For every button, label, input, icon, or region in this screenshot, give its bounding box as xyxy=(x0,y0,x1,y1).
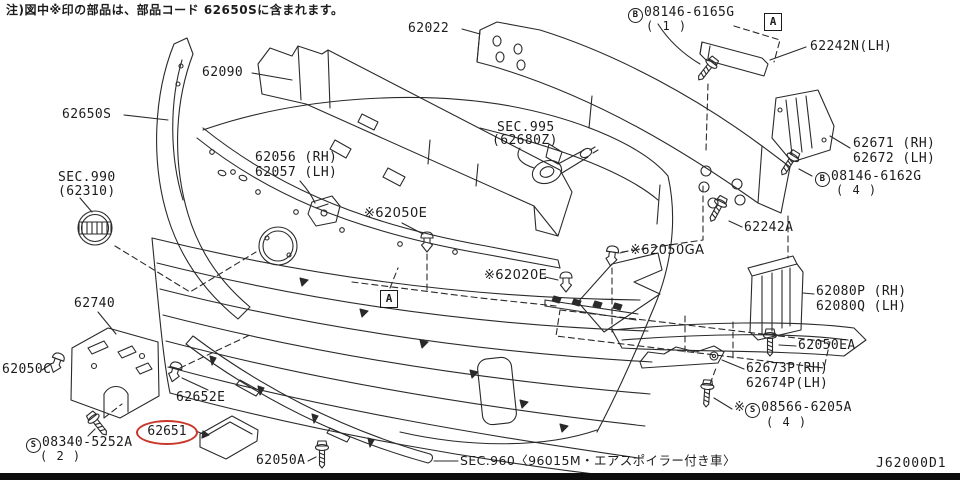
highlighted-part-label-62651: 62651 xyxy=(136,420,198,445)
clip-62056-drawing xyxy=(307,195,341,227)
circled-s-icon: S xyxy=(26,438,41,453)
construction-dashed-lines xyxy=(103,25,831,419)
bracket-62242n-drawing xyxy=(699,41,769,77)
part-label-62020e: ※62020E xyxy=(484,268,548,283)
part-label-62080q: 62080Q (LH) xyxy=(816,299,907,314)
part-label-62740: 62740 xyxy=(74,296,116,311)
part-label-62080p: 62080P (RH) xyxy=(816,284,907,299)
leader-lines xyxy=(41,23,851,462)
view-marker-a-top: A xyxy=(764,13,782,31)
part-label-62056: 62056 (RH) xyxy=(255,150,338,165)
part-label-62050ga: ※62050GA xyxy=(630,243,705,258)
circled-s-icon: S xyxy=(745,403,761,418)
fastener-qty-08340-5252a: ( 2 ) xyxy=(40,449,82,463)
view-marker-a-mid: A xyxy=(380,290,398,308)
circled-b-icon: B xyxy=(815,172,830,187)
license-bracket-62740-drawing xyxy=(70,327,160,419)
part-label-62242n: 62242N(LH) xyxy=(810,39,893,54)
finisher-62651-drawing xyxy=(199,415,259,460)
leader-arrowhead xyxy=(201,430,210,439)
bracket-62080p-drawing xyxy=(747,255,804,341)
section-ref-62310: (62310) xyxy=(58,184,116,199)
finisher-62650s-drawing xyxy=(156,37,251,320)
part-label-62652e: 62652E xyxy=(176,390,226,405)
part-label-62050a: 62050A xyxy=(256,453,306,468)
part-label-62672: 62672 (LH) xyxy=(853,151,936,166)
section-label-sec960: SEC.960〈96015M・エアスポイラー付き車〉 xyxy=(460,453,736,468)
bumper-fascia-drawing xyxy=(151,97,674,479)
absorber-62090-drawing xyxy=(257,45,573,237)
part-label-62057: 62057 (LH) xyxy=(255,165,338,180)
section-label-sec995: SEC.995 xyxy=(497,120,555,135)
part-label-62674p: 62674P(LH) xyxy=(746,376,829,391)
bottom-border-bar xyxy=(0,473,960,480)
section-ref-62680z: (62680Z) xyxy=(492,133,558,148)
part-label-62022: 62022 xyxy=(408,21,450,36)
bracket-62671-drawing xyxy=(771,89,835,163)
part-label-62050ea: 62050EA xyxy=(798,338,856,353)
bracket-62673p-drawing xyxy=(639,345,725,369)
fastener-symbols xyxy=(47,53,803,469)
lower-lip-sec960-drawing xyxy=(185,335,433,464)
fastener-qty-08146-6162g: ( 4 ) xyxy=(836,183,878,197)
part-label-62650s: 62650S xyxy=(62,107,112,122)
circled-b-icon: B xyxy=(628,8,643,23)
section-label-sec990: SEC.990 xyxy=(58,170,116,185)
nissan-emblem-sec990-drawing xyxy=(77,210,113,246)
drawing-code: J62000D1 xyxy=(876,456,947,471)
part-label-62242a: 62242A xyxy=(744,220,794,235)
reinforcement-62022-drawing xyxy=(476,21,791,214)
part-label-62050e: ※62050E xyxy=(364,206,428,221)
part-label-62050c: 62050C xyxy=(2,362,52,377)
diagram-note: 注)図中※印の部品は、部品コード 62650Sに含まれます。 xyxy=(6,3,344,17)
fastener-qty-08146-6165g: ( 1 ) xyxy=(646,19,688,33)
fastener-qty-08566-6205a: ( 4 ) xyxy=(766,415,808,429)
part-label-62090: 62090 xyxy=(202,65,244,80)
part-label-62673p: 62673P(RH) xyxy=(746,361,829,376)
part-label-62671: 62671 (RH) xyxy=(853,136,936,151)
